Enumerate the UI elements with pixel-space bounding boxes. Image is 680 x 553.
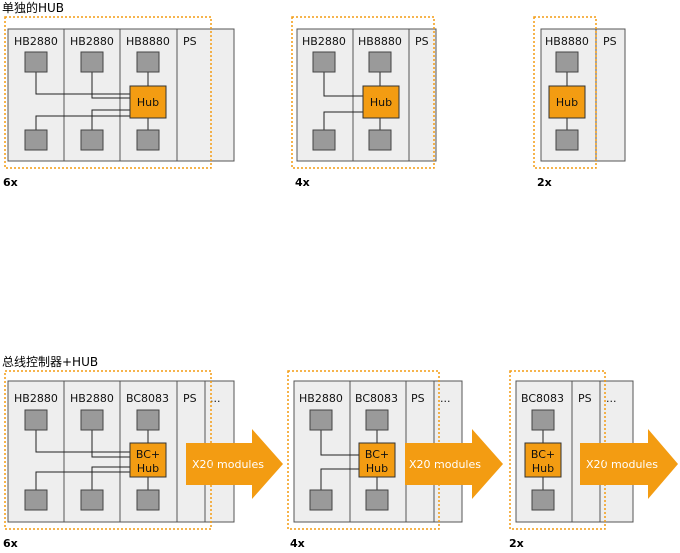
hub-label-line2: Hub xyxy=(366,462,388,475)
diagram-standalone-2x: HB8880 PS Hub 2x xyxy=(533,16,626,189)
boundary-outline xyxy=(4,16,212,169)
hub-block xyxy=(129,85,167,119)
port-block xyxy=(368,51,392,73)
hub-block xyxy=(362,85,400,119)
diagram-standalone-6x: HB2880 HB2880 HB8880 PS Hub 6x xyxy=(3,16,235,189)
port-block xyxy=(555,129,579,151)
arrow-label: X20 modules xyxy=(409,458,481,471)
module-label: PS xyxy=(603,35,617,48)
port-block xyxy=(312,51,336,73)
port-block xyxy=(24,489,48,511)
port-block xyxy=(531,489,555,511)
port-block xyxy=(312,129,336,151)
module-label: PS xyxy=(578,392,592,405)
module-label: PS xyxy=(415,35,429,48)
module-label: HB8880 xyxy=(545,35,589,48)
port-block xyxy=(136,129,160,151)
port-block xyxy=(136,51,160,73)
module-label: HB2880 xyxy=(14,35,58,48)
diagram-standalone-4x: HB2880 HB8880 PS Hub 4x xyxy=(291,16,437,189)
module-label: ... xyxy=(606,392,617,405)
boundary-outline xyxy=(533,16,597,169)
module-label: ... xyxy=(210,392,221,405)
module-label: HB2880 xyxy=(299,392,343,405)
port-block xyxy=(80,51,104,73)
port-block xyxy=(80,129,104,151)
count-label: 2x xyxy=(537,176,552,189)
hub-label: Hub xyxy=(370,96,392,109)
module-label: HB2880 xyxy=(70,392,114,405)
count-label: 6x xyxy=(3,537,18,550)
hub-label-line2: Hub xyxy=(532,462,554,475)
hub-label-line2: Hub xyxy=(137,462,159,475)
bc-hub-block xyxy=(358,442,396,478)
arrow-label: X20 modules xyxy=(586,458,658,471)
module-label: BC8083 xyxy=(355,392,398,405)
module-label: HB8880 xyxy=(126,35,170,48)
hub-label-line1: BC+ xyxy=(136,448,160,461)
count-label: 6x xyxy=(3,176,18,189)
module-label: PS xyxy=(183,35,197,48)
boundary-outline xyxy=(509,370,606,530)
port-block xyxy=(24,129,48,151)
diagram-bus-controller-6x: HB2880 HB2880 BC8083 PS ... BC+ Hub X20 … xyxy=(3,370,283,550)
port-block xyxy=(24,51,48,73)
diagram-bus-controller-2x: BC8083 PS ... BC+ Hub X20 modules 2x xyxy=(509,370,678,550)
x20-modules-arrow xyxy=(405,429,503,499)
module-label: HB2880 xyxy=(14,392,58,405)
arrow-label: X20 modules xyxy=(192,458,264,471)
port-block xyxy=(136,409,160,431)
section-title-standalone: 单独的HUB xyxy=(2,0,64,15)
count-label: 4x xyxy=(295,176,310,189)
port-block xyxy=(365,409,389,431)
section-title-bus-controller: 总线控制器+HUB xyxy=(2,355,98,369)
port-block xyxy=(531,409,555,431)
module-label: PS xyxy=(183,392,197,405)
hub-label: Hub xyxy=(556,96,578,109)
module-label: HB2880 xyxy=(302,35,346,48)
module-label: HB8880 xyxy=(358,35,402,48)
count-label: 4x xyxy=(290,537,305,550)
boundary-outline xyxy=(4,370,212,530)
bc-hub-block xyxy=(129,442,167,478)
port-block xyxy=(24,409,48,431)
port-block xyxy=(309,489,333,511)
module-label: BC8083 xyxy=(521,392,564,405)
port-block xyxy=(136,489,160,511)
hub-label: Hub xyxy=(137,96,159,109)
boundary-outline xyxy=(291,16,435,169)
port-block xyxy=(365,489,389,511)
module-label: PS xyxy=(411,392,425,405)
module-label: BC8083 xyxy=(126,392,169,405)
module-label: ... xyxy=(440,392,451,405)
boundary-outline xyxy=(287,370,440,530)
port-block xyxy=(555,51,579,73)
hub-label-line1: BC+ xyxy=(365,448,389,461)
module-label: HB2880 xyxy=(70,35,114,48)
hub-label-line1: BC+ xyxy=(531,448,555,461)
port-block xyxy=(80,489,104,511)
port-block xyxy=(80,409,104,431)
port-block xyxy=(309,409,333,431)
count-label: 2x xyxy=(509,537,524,550)
diagram-bus-controller-4x: HB2880 BC8083 PS ... BC+ Hub X20 modules… xyxy=(287,370,503,550)
hub-block xyxy=(548,85,586,119)
port-block xyxy=(368,129,392,151)
bc-hub-block xyxy=(524,442,562,478)
